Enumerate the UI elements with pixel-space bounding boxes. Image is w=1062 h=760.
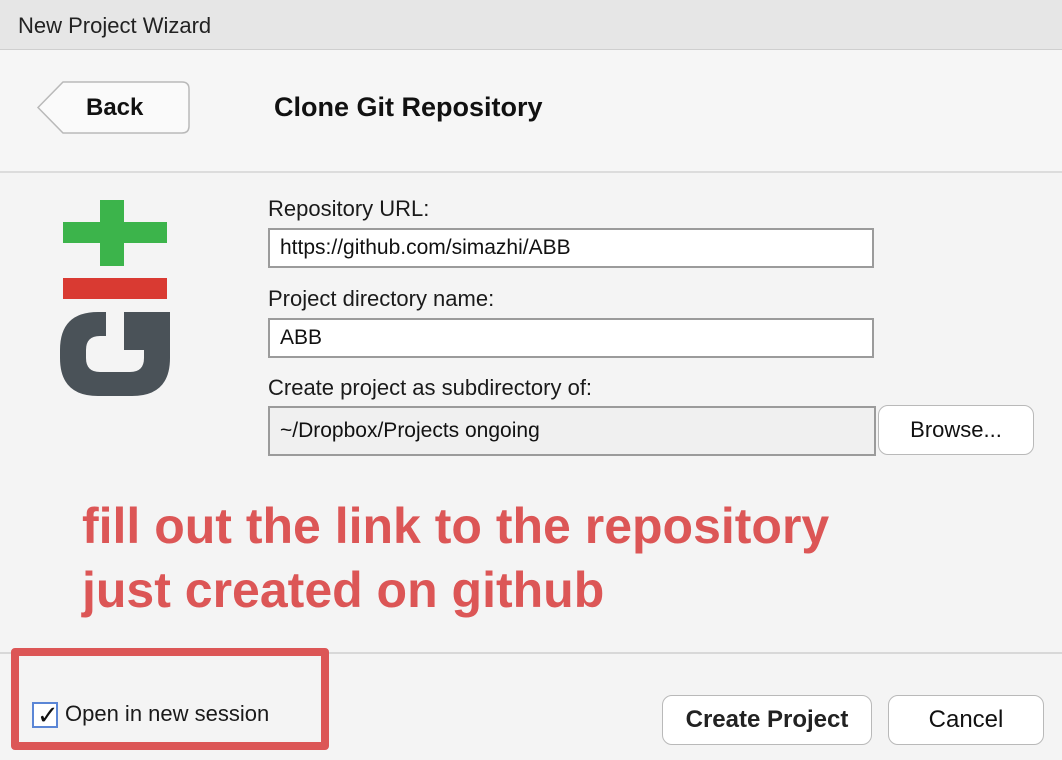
repo-url-input[interactable] (268, 228, 874, 268)
browse-button[interactable]: Browse... (878, 405, 1034, 455)
annotation-line-1: fill out the link to the repository (82, 498, 830, 554)
subdir-input[interactable] (268, 406, 876, 456)
annotation-highlight-box (11, 648, 329, 750)
window-title: New Project Wizard (18, 13, 212, 38)
cancel-button[interactable]: Cancel (888, 695, 1044, 745)
page-title: Clone Git Repository (274, 92, 543, 122)
dir-name-input[interactable] (268, 318, 874, 358)
minus-bar (63, 278, 167, 299)
back-button-label: Back (86, 94, 144, 121)
window-titlebar: New Project Wizard (0, 0, 1062, 50)
subdir-label: Create project as subdirectory of: (268, 375, 593, 400)
wizard-header: Back Clone Git Repository (0, 50, 1062, 173)
back-arrow-shape (36, 81, 190, 134)
create-project-button[interactable]: Create Project (662, 695, 872, 745)
open-new-session-checkbox[interactable]: ✓ (32, 700, 59, 730)
checkmark-icon: ✓ (37, 700, 59, 730)
repo-url-label: Repository URL: (268, 196, 430, 221)
g-shape (60, 312, 170, 396)
back-button[interactable]: Back (36, 81, 190, 134)
open-new-session-label[interactable]: Open in new session (65, 701, 270, 726)
annotation-line-2: just created on github (82, 562, 605, 618)
footer-divider (0, 652, 1062, 654)
dir-name-label: Project directory name: (268, 286, 495, 311)
plus-horizontal-bar (63, 222, 167, 243)
annotation-text: fill out the link to the repository just… (82, 494, 1042, 622)
git-logo-icon (58, 200, 170, 405)
